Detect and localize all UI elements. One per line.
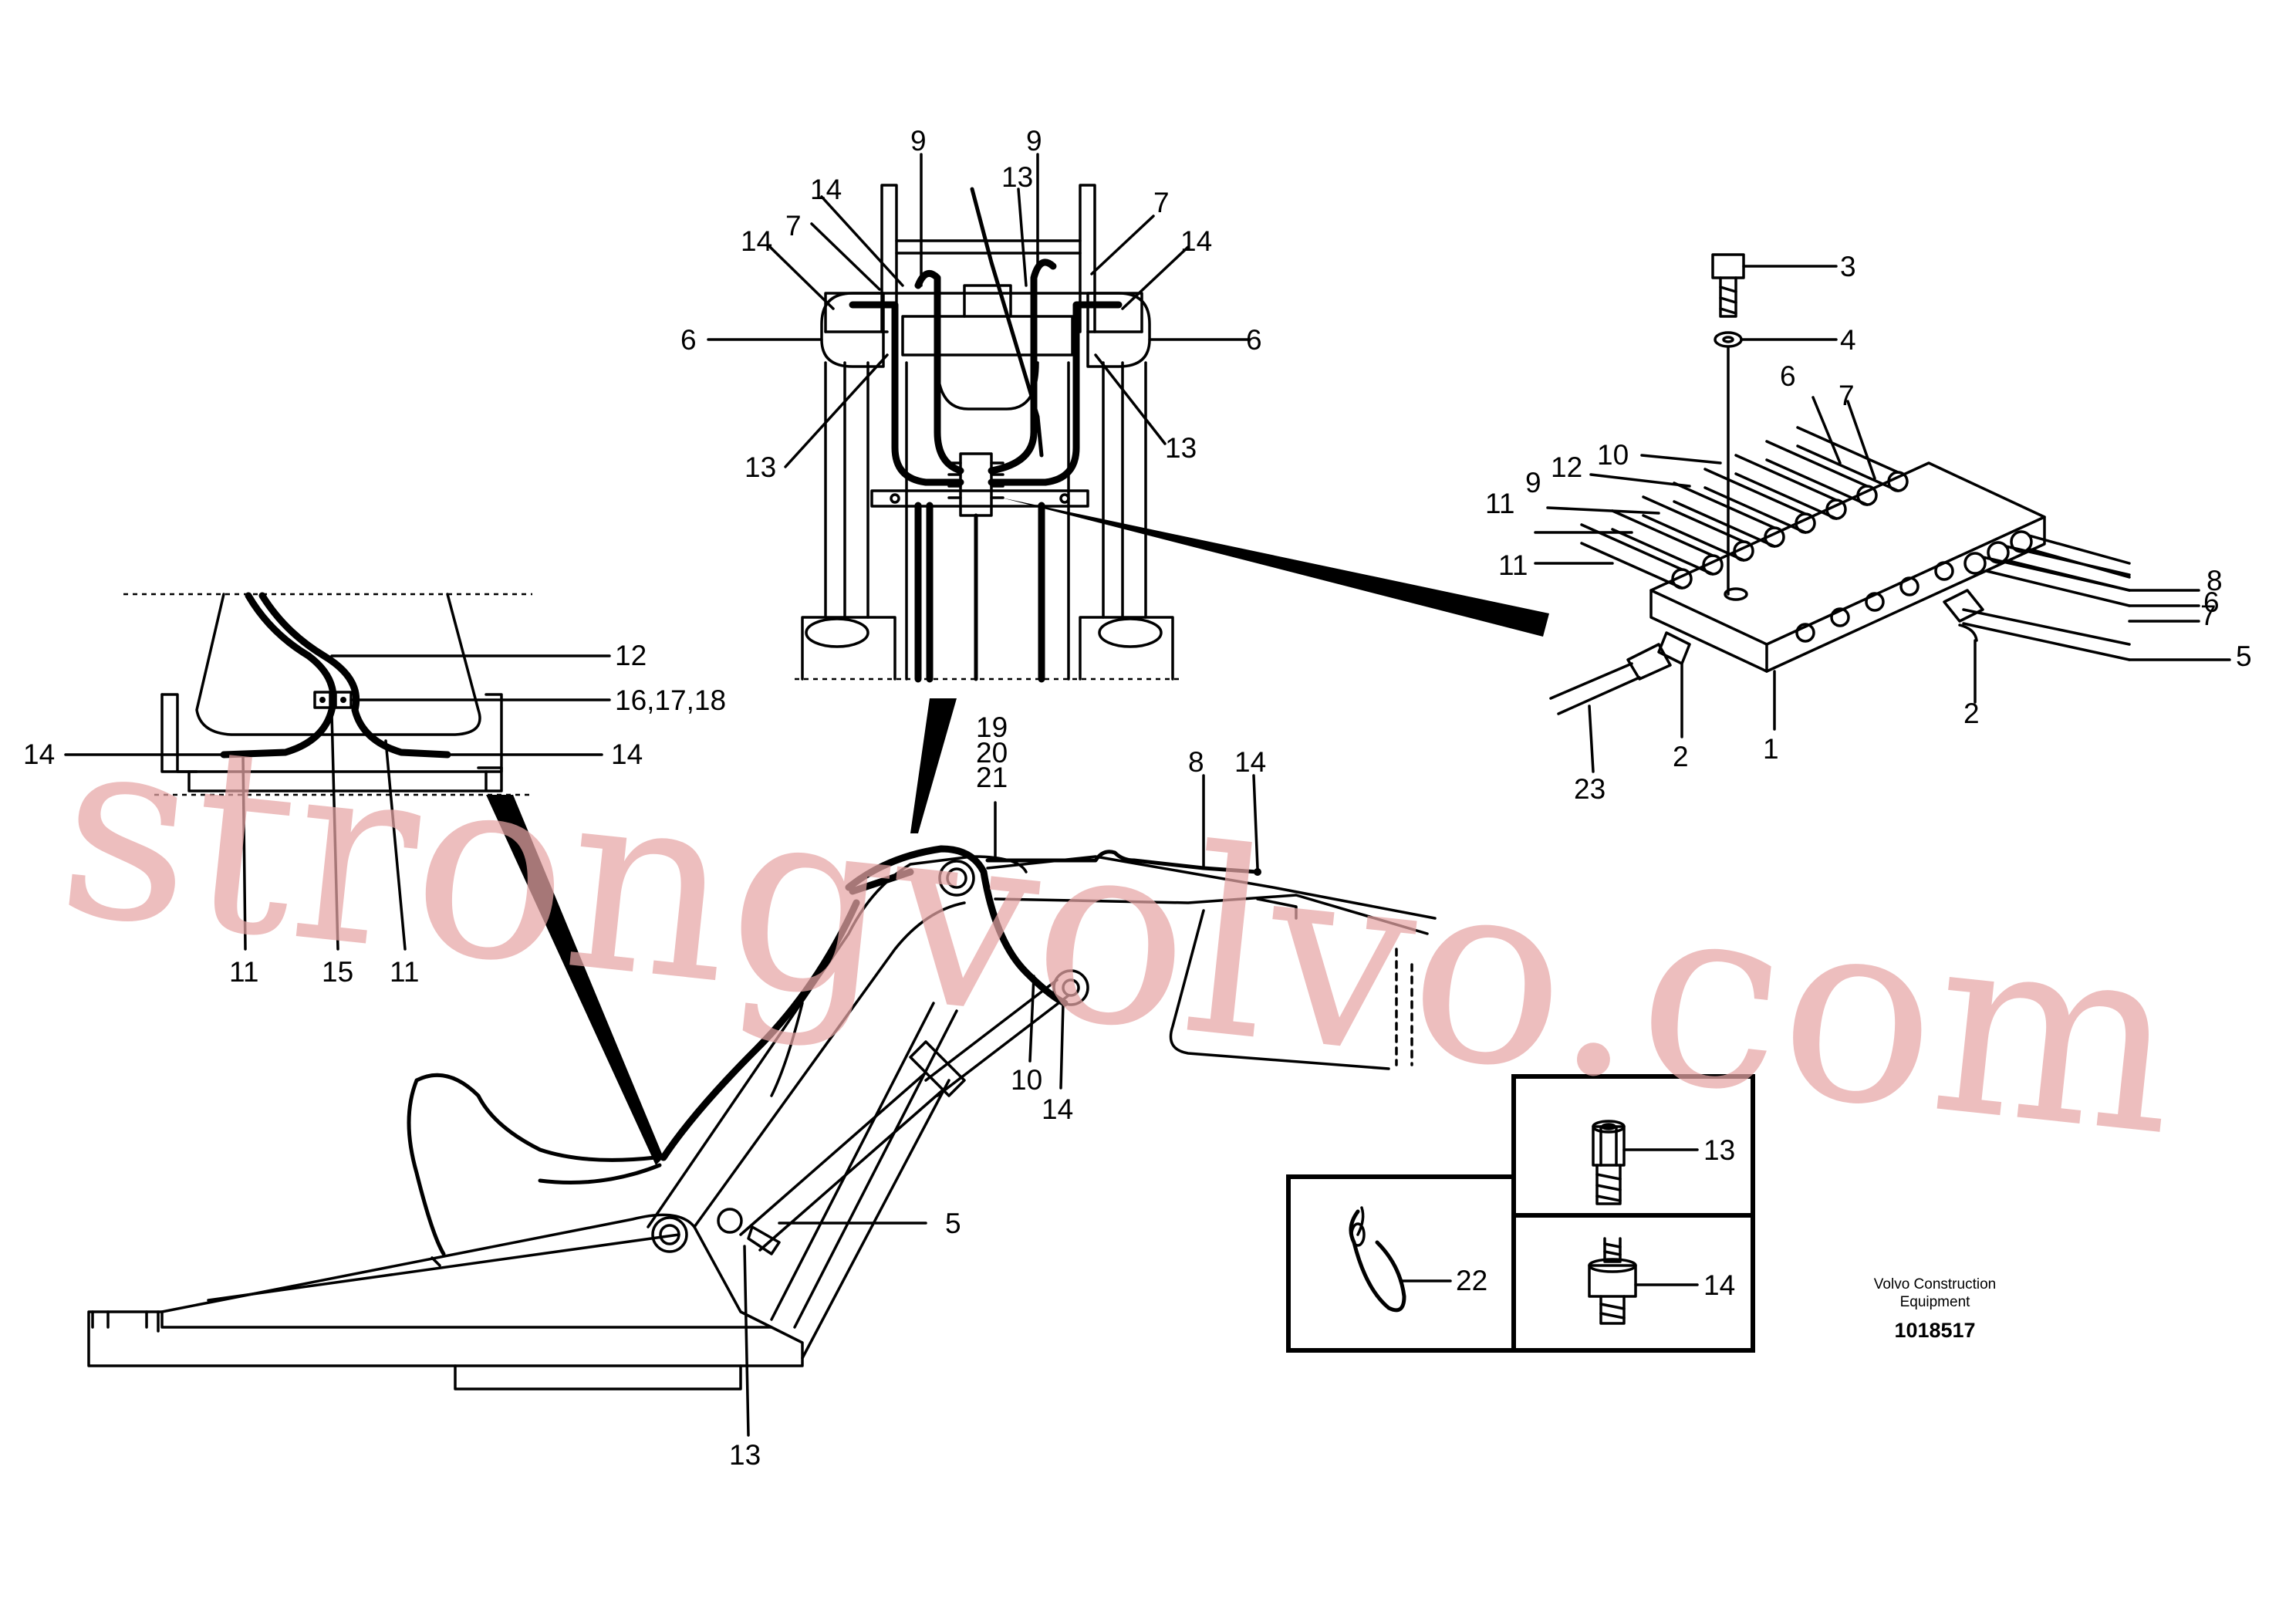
callout-13d: 13	[729, 1439, 761, 1471]
callout-22: 22	[1456, 1265, 1487, 1296]
callout-10b: 10	[1011, 1064, 1042, 1096]
callout-14h: 14	[1703, 1269, 1735, 1301]
boom-side-view	[87, 845, 1437, 1391]
manifold-leaders	[1001, 265, 2231, 773]
caption-block: Volvo Construction Equipment 1018517	[1874, 1276, 1996, 1342]
boom-leaders	[743, 774, 1259, 1437]
callout-11d: 11	[390, 956, 419, 988]
left-leaders	[64, 654, 957, 1165]
callout-11a: 11	[1485, 488, 1514, 519]
callout-4: 4	[1840, 324, 1856, 356]
callout-10: 10	[1597, 439, 1629, 471]
drawing-number: 1018517	[1894, 1319, 1975, 1342]
callout-6b: 6	[1246, 324, 1262, 356]
callout-13a: 13	[1001, 161, 1033, 193]
callout-5a: 5	[2236, 640, 2252, 672]
callout-12b: 12	[615, 640, 647, 671]
left-section-view	[123, 592, 532, 796]
callout-15: 15	[322, 956, 353, 988]
callout-8: 8	[2207, 565, 2223, 596]
union-fitting-icon	[1588, 1237, 1699, 1325]
callout-14c: 14	[1180, 225, 1212, 257]
callout-7b: 7	[1153, 187, 1170, 218]
nut-fitting-icon	[1592, 1120, 1699, 1205]
callout-14a: 14	[810, 174, 842, 205]
callout-2a: 2	[1963, 698, 1980, 729]
callout-19: 19	[976, 711, 1008, 743]
callout-16-17-18: 16,17,18	[615, 684, 726, 716]
callout-2b: 2	[1673, 741, 1689, 772]
callout-6c: 6	[1780, 360, 1796, 392]
cable-tie-icon	[1349, 1206, 1452, 1313]
callout-14g: 14	[1042, 1093, 1073, 1125]
callout-13c: 13	[1165, 432, 1197, 464]
callout-5b: 5	[945, 1208, 961, 1239]
callout-21: 21	[976, 762, 1008, 793]
callout-23: 23	[1574, 773, 1606, 805]
detail-boxes	[1286, 1074, 1755, 1353]
callout-12: 12	[1551, 451, 1582, 483]
callout-14f: 14	[1234, 746, 1266, 778]
callout-11c: 11	[229, 956, 258, 988]
callout-9a: 9	[910, 125, 927, 157]
company-name-line2: Equipment	[1900, 1294, 1971, 1310]
callout-13b: 13	[745, 451, 776, 483]
callout-9b: 9	[1026, 125, 1042, 157]
callout-labels: 9 9 14 13 7 7 14 14 6 6 13 13 3 4 6 7 10…	[23, 125, 2252, 1471]
callout-6a: 6	[680, 324, 697, 356]
callout-6d: 6	[2203, 586, 2220, 618]
callout-7c: 7	[1838, 380, 1855, 411]
company-name: Volvo Construction	[1874, 1276, 1996, 1293]
callout-13e: 13	[1703, 1134, 1735, 1166]
callout-20: 20	[976, 737, 1008, 769]
callout-14d: 14	[23, 738, 55, 770]
callout-3: 3	[1840, 251, 1856, 282]
callout-14b: 14	[741, 225, 772, 257]
callout-7d: 7	[2200, 600, 2217, 631]
top-hose-routing-view	[795, 184, 1180, 683]
callout-8b: 8	[1188, 746, 1204, 778]
top-leaders	[707, 153, 1251, 468]
callout-9c: 9	[1525, 467, 1541, 498]
callout-1: 1	[1763, 733, 1779, 765]
callout-14e: 14	[611, 738, 643, 770]
callout-11b: 11	[1498, 549, 1528, 581]
callout-7a: 7	[785, 210, 802, 242]
watermark: strongvolvo.com	[48, 676, 2191, 1193]
manifold-block	[1549, 253, 2131, 715]
